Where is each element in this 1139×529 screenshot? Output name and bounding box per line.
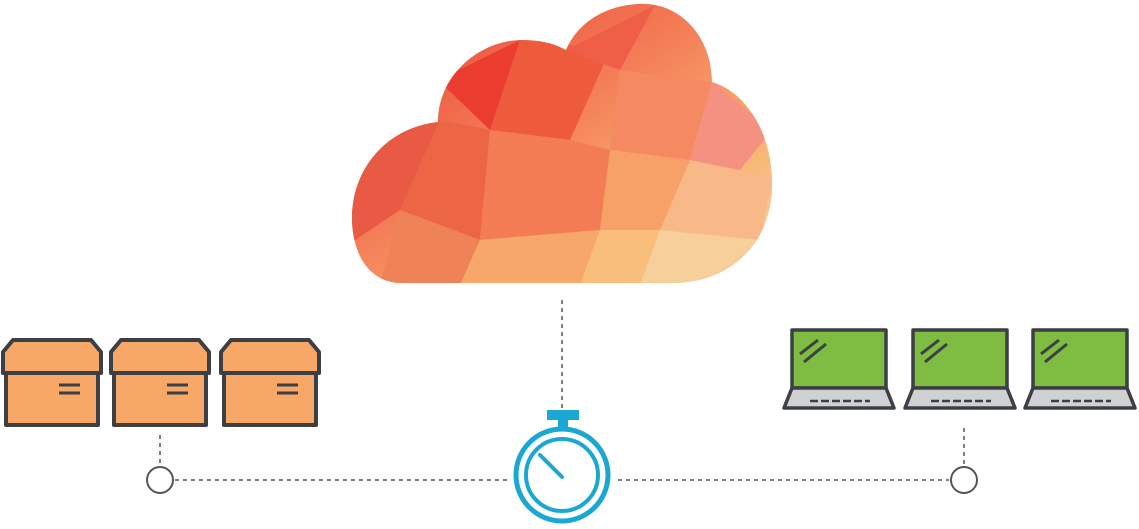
storage-boxes — [1, 338, 321, 427]
laptop-icon — [1023, 328, 1137, 410]
left-node — [146, 466, 174, 494]
laptop-icon — [903, 328, 1017, 410]
storage-box-icon — [1, 338, 103, 427]
laptops — [782, 328, 1137, 410]
cloud-icon — [352, 3, 773, 283]
storage-box-icon — [219, 338, 321, 427]
storage-box-icon — [109, 338, 211, 427]
laptop-icon — [782, 328, 896, 410]
right-node — [950, 466, 978, 494]
connector-lines — [159, 300, 965, 481]
stopwatch-icon — [513, 410, 611, 524]
